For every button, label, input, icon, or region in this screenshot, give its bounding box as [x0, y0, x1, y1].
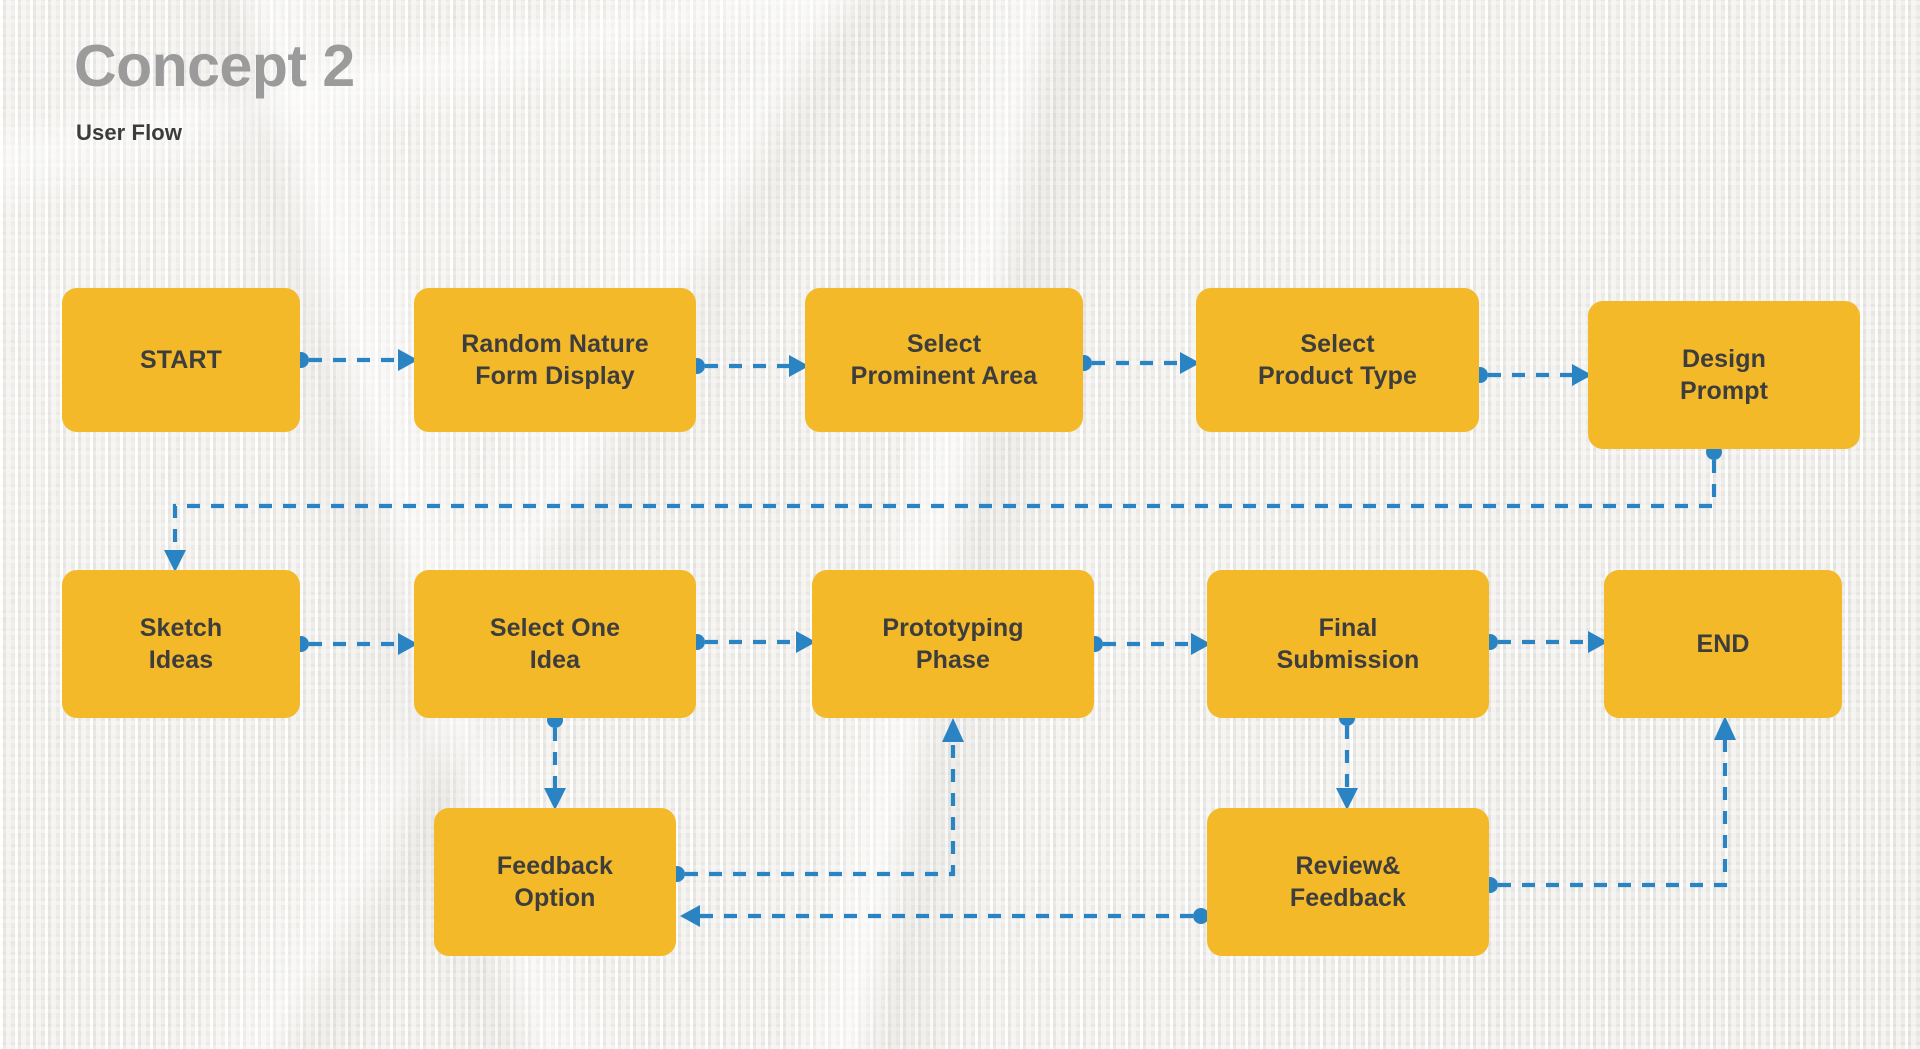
- node-feedback-option[interactable]: Feedback Option: [434, 808, 676, 956]
- node-review-feedback[interactable]: Review& Feedback: [1207, 808, 1489, 956]
- node-final-submission[interactable]: Final Submission: [1207, 570, 1489, 718]
- node-random-nature[interactable]: Random Nature Form Display: [414, 288, 696, 432]
- node-sketch-ideas[interactable]: Sketch Ideas: [62, 570, 300, 718]
- node-select-product-type[interactable]: Select Product Type: [1196, 288, 1479, 432]
- node-design-prompt[interactable]: Design Prompt: [1588, 301, 1860, 449]
- node-start[interactable]: START: [62, 288, 300, 432]
- node-select-one-idea[interactable]: Select One Idea: [414, 570, 696, 718]
- node-end[interactable]: END: [1604, 570, 1842, 718]
- node-select-prominent-area[interactable]: Select Prominent Area: [805, 288, 1083, 432]
- node-prototyping-phase[interactable]: Prototyping Phase: [812, 570, 1094, 718]
- page-subtitle: User Flow: [76, 119, 183, 145]
- header: Concept 2 User Flow: [74, 33, 355, 146]
- page-title: Concept 2: [74, 33, 355, 99]
